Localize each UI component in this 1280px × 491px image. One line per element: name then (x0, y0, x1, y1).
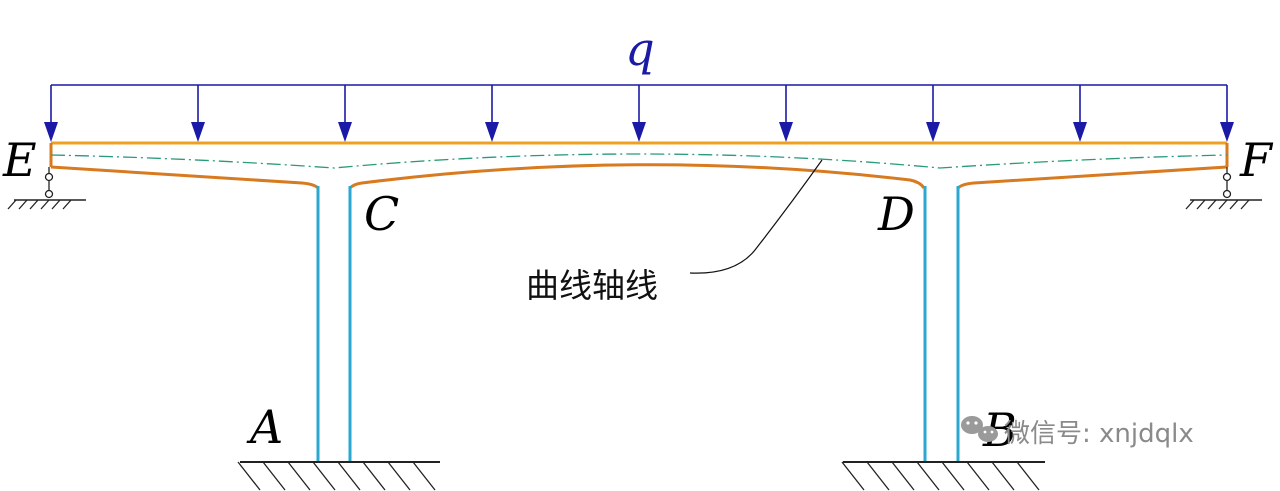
hatch-line (1218, 199, 1228, 210)
hatch-line (51, 199, 61, 210)
hatch-line (991, 461, 1015, 491)
hatch-line (841, 461, 865, 491)
roller-support-F (1185, 167, 1262, 210)
hatch-line (1240, 199, 1250, 210)
ground-hatch-A (237, 461, 436, 491)
roller-E-top-pin (44, 172, 54, 182)
hatch-line (262, 461, 286, 491)
hatch-line (1016, 461, 1040, 491)
load-arrow (485, 85, 499, 142)
label-D: D (877, 187, 915, 241)
hatch-line (237, 461, 261, 491)
hatch-line (866, 461, 890, 491)
hatch-line (62, 199, 72, 210)
hatch-line (1229, 199, 1239, 210)
column-AC (316, 186, 352, 462)
roller-E-hatch (7, 199, 72, 210)
hatch-line (891, 461, 915, 491)
fixed-support-B (841, 461, 1045, 491)
hatch-line (287, 461, 311, 491)
load-arrow (779, 85, 793, 142)
wechat-icon (961, 416, 998, 442)
hatch-line (18, 199, 28, 210)
load-arrow (1073, 85, 1087, 142)
hatch-line (312, 461, 336, 491)
load-arrow (1220, 85, 1234, 142)
load-arrow (191, 85, 205, 142)
load-arrow (632, 85, 646, 142)
hatch-line (1207, 199, 1217, 210)
beam-bottom-edge-left (50, 165, 320, 190)
load-arrows (44, 85, 1234, 142)
roller-F-top-pin (1222, 172, 1232, 182)
hatch-line (387, 461, 411, 491)
distributed-load-q: q (44, 22, 1234, 142)
load-arrow (338, 85, 352, 142)
ground-hatch-B (841, 461, 1040, 491)
fixed-support-A (237, 461, 440, 491)
hatch-line (7, 199, 17, 210)
label-A: A (246, 400, 283, 454)
beam-bottom-edge-middle (348, 163, 926, 190)
hatch-line (412, 461, 436, 491)
watermark: 微信号: xnjdqlx (961, 416, 1194, 449)
hatch-line (941, 461, 965, 491)
hatch-line (966, 461, 990, 491)
hatch-line (29, 199, 39, 210)
label-C: C (364, 187, 399, 241)
roller-E-bottom-pin (44, 189, 54, 199)
hatch-line (1196, 199, 1206, 210)
hatch-line (337, 461, 361, 491)
roller-F-hatch (1185, 199, 1250, 210)
annotation-curved-axis: 曲线轴线 (526, 266, 658, 305)
load-arrow (44, 85, 58, 142)
curved-axis-line (50, 153, 1228, 169)
roller-support-E (7, 167, 86, 210)
roller-F-bottom-pin (1222, 189, 1232, 199)
hatch-line (916, 461, 940, 491)
hatch-line (362, 461, 386, 491)
beam-bottom-edge-right (956, 165, 1228, 190)
hatch-line (1185, 199, 1195, 210)
label-F: F (1239, 133, 1274, 187)
watermark-text: 微信号: xnjdqlx (1004, 419, 1194, 449)
label-E: E (2, 133, 37, 187)
load-arrow (926, 85, 940, 142)
beam-EF (49, 141, 1229, 190)
column-BD (923, 186, 960, 462)
load-label-q: q (625, 22, 654, 76)
annotation-leader-line (689, 159, 823, 274)
hatch-line (40, 199, 50, 210)
